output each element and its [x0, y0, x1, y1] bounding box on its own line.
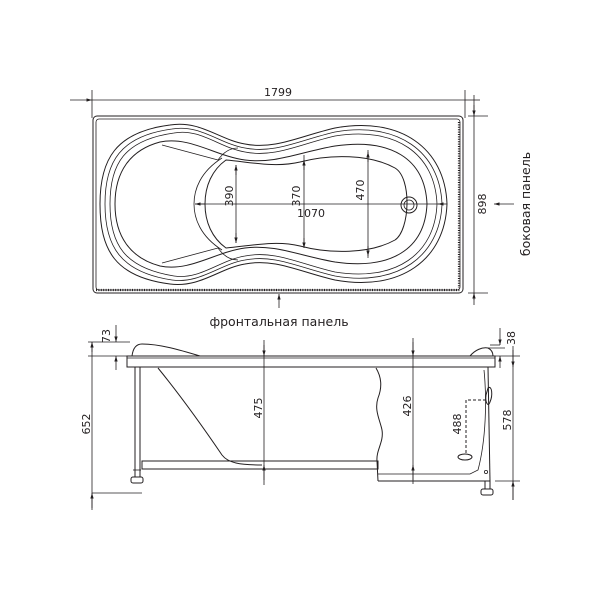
foot-rim-bump: [469, 347, 494, 357]
front-panel-label: фронтальная панель: [209, 314, 348, 329]
width-middle-value: 370: [290, 186, 303, 207]
dimension-overall-width: 898: [468, 95, 489, 305]
panel-height-value: 578: [501, 410, 514, 431]
width-head-value: 390: [223, 186, 236, 207]
overall-length-value: 1799: [264, 86, 292, 99]
side-panel-label: боковая панель: [518, 152, 533, 256]
drain-icon: [400, 196, 418, 214]
dimension-overall-length: 1799: [70, 86, 480, 118]
front-panel-right-edge: [487, 366, 491, 482]
tub-rim: [126, 355, 496, 368]
drain-height-value: 488: [451, 414, 464, 435]
tub-slope: [157, 367, 263, 466]
headrest: [131, 343, 201, 357]
side-panel-callout: боковая панель: [494, 152, 533, 256]
dimension-depth-head: 475: [252, 340, 266, 485]
drain-pipe: [465, 399, 486, 455]
drain-outlet-icon: [457, 453, 473, 461]
dimension-total-height: 652: [80, 342, 142, 510]
bottom-rail: [141, 460, 379, 470]
tub-bowl-contours: [99, 123, 448, 286]
rim-head-value: 73: [100, 329, 113, 343]
break-line: [375, 367, 383, 482]
front-panel-callout: фронтальная панель: [209, 294, 349, 329]
tub-outer-rim: [92, 115, 464, 294]
side-view: 73 652 475 426 488: [80, 325, 520, 510]
top-view: 1799: [70, 86, 533, 329]
total-height-value: 652: [80, 414, 93, 435]
foot-right: [480, 488, 494, 496]
dimension-rim-head: 73: [88, 325, 130, 370]
depth-foot-value: 426: [401, 396, 414, 417]
dimension-width-foot: 470: [354, 150, 370, 258]
depth-head-value: 475: [252, 398, 265, 419]
dimension-panel-height: 578: [495, 346, 520, 500]
foot-left: [130, 476, 144, 484]
width-foot-value: 470: [354, 180, 367, 201]
dimension-depth-foot: 426: [401, 338, 415, 484]
overall-width-value: 898: [476, 194, 489, 215]
dimension-rim-foot: 38: [490, 328, 518, 368]
dimension-width-middle: 370: [290, 155, 306, 248]
dimension-width-head: 390: [223, 165, 238, 243]
leg-left: [134, 366, 141, 478]
rim-foot-value: 38: [505, 331, 518, 345]
inner-length-value: 1070: [297, 207, 325, 220]
overflow-icon: [485, 386, 493, 405]
